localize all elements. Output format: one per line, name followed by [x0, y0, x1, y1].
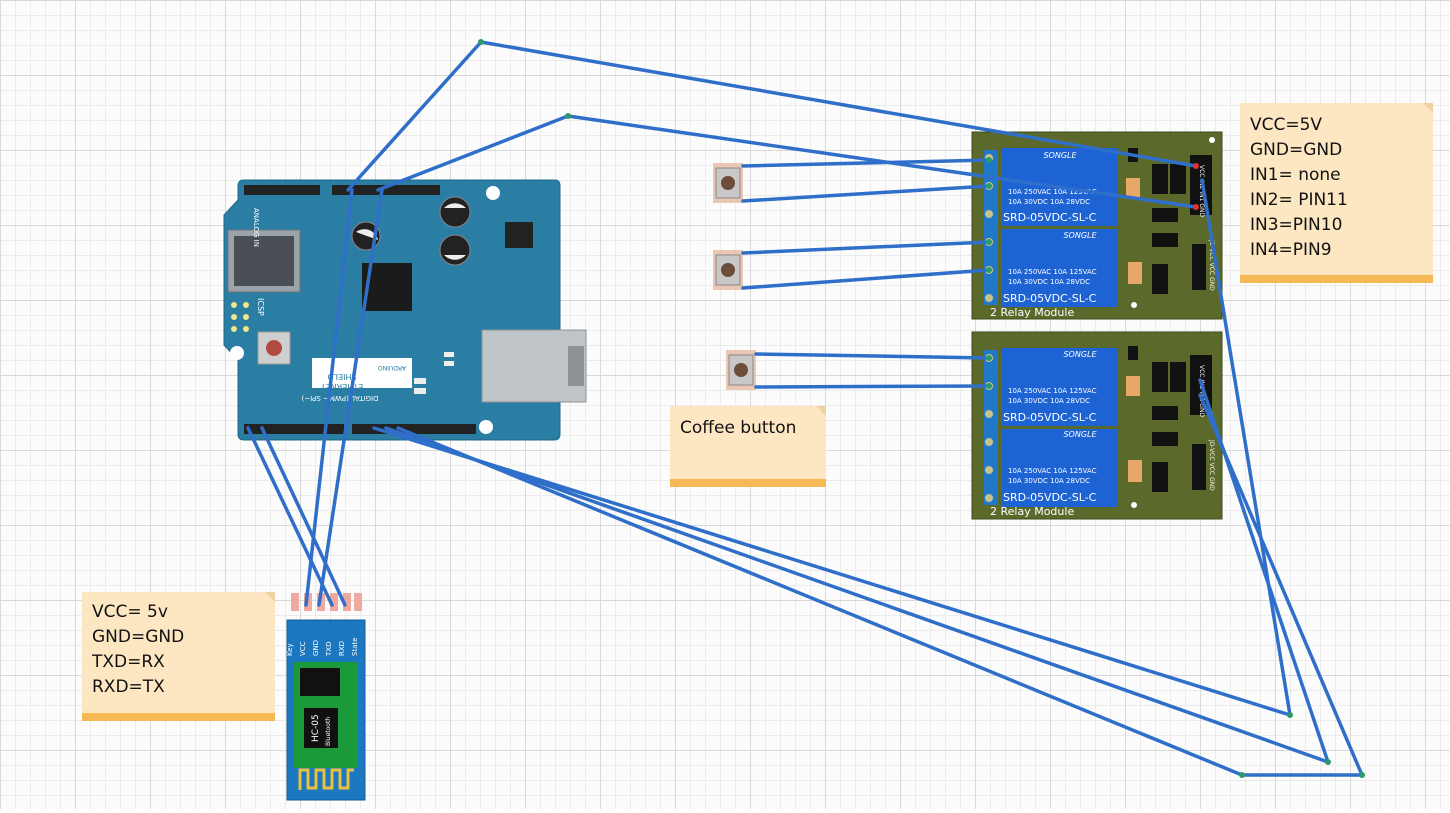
- capacitor-icon: [439, 234, 471, 266]
- note-line: VCC= 5v: [92, 602, 168, 622]
- svg-text:2 Relay Module: 2 Relay Module: [990, 306, 1074, 319]
- svg-text:SONGLE: SONGLE: [1063, 350, 1097, 359]
- note-line: GND=GND: [1250, 140, 1343, 160]
- note-line: VCC=5V: [1250, 115, 1323, 135]
- svg-text:SRD-05VDC-SL-C: SRD-05VDC-SL-C: [1003, 491, 1097, 504]
- svg-text:GND: GND: [312, 640, 320, 656]
- svg-text:RXD: RXD: [338, 641, 346, 656]
- jumper-header: [1192, 444, 1206, 490]
- note-line: RXD=TX: [92, 677, 165, 697]
- note-line: TXD=RX: [92, 652, 165, 672]
- svg-text:10A 30VDC 10A 28VDC: 10A 30VDC 10A 28VDC: [1008, 278, 1090, 286]
- svg-text:JD-VCC VCC GND: JD-VCC VCC GND: [1208, 439, 1215, 491]
- svg-text:State: State: [351, 637, 359, 656]
- svg-text:Key: Key: [286, 643, 294, 656]
- svg-text:Bluetooth: Bluetooth: [325, 717, 332, 746]
- icsp-header: [231, 302, 249, 332]
- svg-text:VCC: VCC: [299, 641, 307, 656]
- wire-bt-gnd[interactable]: [317, 188, 384, 607]
- svg-text:SONGLE: SONGLE: [1063, 231, 1097, 240]
- wire-btn3-b[interactable]: [754, 384, 991, 389]
- svg-text:ETHERNET: ETHERNET: [321, 382, 364, 391]
- hc05-bluetooth-module[interactable]: Key VCC GND TXD RXD State HC-05 Bluetoot…: [286, 593, 366, 801]
- note-line: IN3=PIN10: [1250, 215, 1343, 235]
- antenna-trace: [298, 768, 354, 790]
- power-header: [332, 185, 440, 195]
- wire-btn3-a[interactable]: [754, 352, 991, 360]
- relay-c: SONGLE 10A 250VAC 10A 125VAC 10A 30VDC 1…: [1002, 348, 1118, 426]
- relay-d: SONGLE 10A 250VAC 10A 125VAC 10A 30VDC 1…: [1002, 429, 1118, 507]
- wire-bt-txd[interactable]: [246, 426, 334, 607]
- relay-b: SONGLE 10A 250VAC 10A 125VAC 10A 30VDC 1…: [1002, 229, 1118, 307]
- wire-btn2-a[interactable]: [741, 240, 991, 255]
- arduino-ethernet-shield[interactable]: ICSP SHIELD ETHERNET ARDUINO DIGITAL (PW…: [223, 179, 587, 441]
- svg-text:SONGLE: SONGLE: [1043, 151, 1077, 160]
- note-line: IN4=PIN9: [1250, 240, 1332, 260]
- relay-module-2[interactable]: SONGLE 10A 250VAC 10A 125VAC 10A 30VDC 1…: [971, 331, 1223, 520]
- svg-text:SRD-05VDC-SL-C: SRD-05VDC-SL-C: [1003, 411, 1097, 424]
- svg-text:VCC IN2 IN1 GND: VCC IN2 IN1 GND: [1198, 165, 1205, 217]
- note-line: GND=GND: [92, 627, 185, 647]
- analog-header: [244, 185, 320, 195]
- svg-text:ARDUINO: ARDUINO: [378, 364, 407, 371]
- push-button-1[interactable]: [713, 163, 743, 203]
- wire-in4-pin9[interactable]: [396, 393, 1364, 777]
- bt-chip: [300, 668, 340, 696]
- shield-label: [312, 358, 412, 388]
- screw-terminal: [984, 150, 998, 305]
- note-line: IN1= none: [1250, 165, 1341, 185]
- voltage-regulator: [505, 222, 533, 248]
- wire-btn1-a[interactable]: [741, 158, 991, 168]
- svg-text:10A 250VAC 10A 125VAC: 10A 250VAC 10A 125VAC: [1008, 188, 1097, 196]
- digital-header-left: [244, 424, 344, 434]
- digital-header-right: [352, 424, 476, 434]
- wire-endpoints: [478, 39, 1365, 778]
- note-line: IN2= PIN11: [1250, 190, 1348, 210]
- svg-text:10A 30VDC 10A 28VDC: 10A 30VDC 10A 28VDC: [1008, 198, 1090, 206]
- svg-text:ICSP: ICSP: [256, 298, 265, 316]
- push-button-2[interactable]: [713, 250, 743, 290]
- relay-module-1[interactable]: SONGLE 10A 250VAC 10A 125VAC 10A 30VDC 1…: [971, 131, 1223, 320]
- svg-text:JD-VCC VCC GND: JD-VCC VCC GND: [1208, 239, 1215, 291]
- svg-text:SHIELD: SHIELD: [327, 372, 356, 381]
- wire-btn1-b[interactable]: [741, 184, 991, 203]
- svg-text:10A 250VAC 10A 125VAC: 10A 250VAC 10A 125VAC: [1008, 268, 1097, 276]
- svg-text:2 Relay Module: 2 Relay Module: [990, 505, 1074, 518]
- jumper-header: [1192, 244, 1206, 290]
- wire-btn2-b[interactable]: [741, 268, 991, 290]
- svg-text:ANALOG IN: ANALOG IN: [252, 208, 260, 247]
- svg-text:10A 250VAC 10A 125VAC: 10A 250VAC 10A 125VAC: [1008, 387, 1097, 395]
- svg-text:SRD-05VDC-SL-C: SRD-05VDC-SL-C: [1003, 211, 1097, 224]
- svg-text:10A 30VDC 10A 28VDC: 10A 30VDC 10A 28VDC: [1008, 397, 1090, 405]
- svg-text:DIGITAL (PWM~ SPI~): DIGITAL (PWM~ SPI~): [301, 394, 378, 402]
- coffee-button-note[interactable]: Coffee button: [670, 406, 826, 487]
- screw-terminal: [984, 350, 998, 505]
- bluetooth-pin-note[interactable]: VCC= 5v GND=GND TXD=RX RXD=TX: [82, 592, 275, 721]
- svg-text:TXD: TXD: [325, 642, 333, 657]
- svg-text:SONGLE: SONGLE: [1063, 430, 1097, 439]
- push-button-coffee[interactable]: [726, 350, 756, 390]
- svg-text:10A 30VDC 10A 28VDC: 10A 30VDC 10A 28VDC: [1008, 477, 1090, 485]
- svg-text:HC-05: HC-05: [311, 714, 321, 742]
- wire-bt-rxd[interactable]: [260, 426, 347, 607]
- svg-text:10A 250VAC 10A 125VAC: 10A 250VAC 10A 125VAC: [1008, 467, 1097, 475]
- note-line: Coffee button: [680, 418, 797, 438]
- relay-pin-note[interactable]: VCC=5V GND=GND IN1= none IN2= PIN11 IN3=…: [1240, 103, 1433, 283]
- svg-text:VCC IN2 IN1 GND: VCC IN2 IN1 GND: [1198, 365, 1205, 417]
- svg-text:SRD-05VDC-SL-C: SRD-05VDC-SL-C: [1003, 292, 1097, 305]
- capacitor-icon: [439, 196, 471, 228]
